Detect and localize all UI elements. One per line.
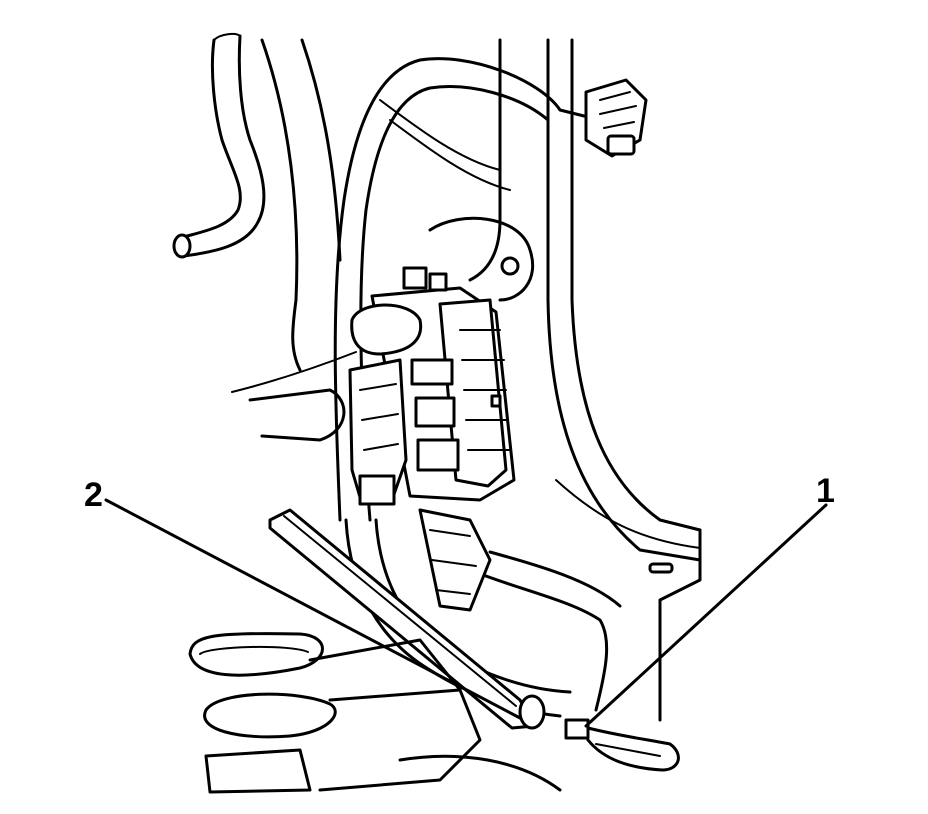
strap	[268, 508, 546, 730]
connector-callout-1	[564, 718, 590, 740]
trim-pieces	[188, 351, 562, 794]
callout-2-leader	[104, 498, 522, 720]
mounting-hole	[500, 256, 520, 276]
callout-1-label: 1	[816, 472, 835, 510]
upper-connector	[584, 78, 648, 158]
coolant-hose	[172, 32, 266, 259]
callout-1-leader	[584, 503, 828, 728]
lower-harness	[344, 508, 680, 772]
body-pillar-panel	[260, 38, 702, 722]
panel-slot	[648, 562, 674, 574]
callout-1: 1	[584, 472, 835, 728]
harness-connector	[348, 303, 423, 506]
callout-2-label: 2	[84, 476, 103, 514]
callout-2: 2	[84, 476, 522, 720]
fuse-block	[370, 266, 516, 502]
hose-end	[172, 233, 192, 259]
